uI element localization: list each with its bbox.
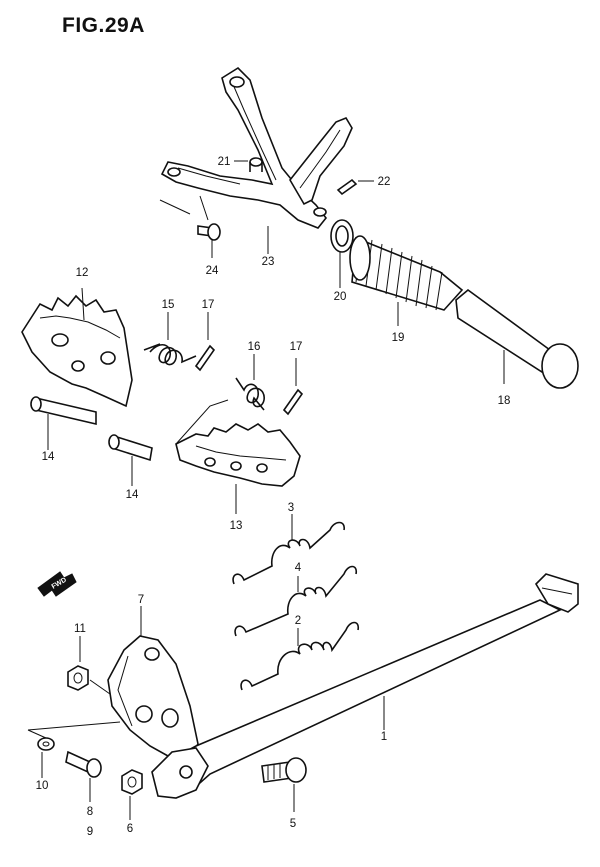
callout-24: 24 bbox=[206, 265, 219, 277]
callout-9: 9 bbox=[87, 826, 93, 838]
callout-11: 11 bbox=[74, 623, 86, 635]
callout-18: 18 bbox=[498, 395, 511, 407]
cotter-pin-part-17-upper bbox=[194, 312, 216, 372]
callout-12: 12 bbox=[76, 267, 89, 279]
forward-arrow-icon bbox=[37, 571, 77, 597]
callout-2: 2 bbox=[295, 615, 301, 627]
callout-17-lower: 17 bbox=[290, 341, 303, 353]
callout-3: 3 bbox=[288, 502, 294, 514]
callout-7: 7 bbox=[138, 594, 144, 606]
callout-23: 23 bbox=[262, 256, 275, 268]
pin-part-14-left bbox=[30, 396, 97, 450]
spring-part-2 bbox=[240, 621, 360, 691]
callout-4: 4 bbox=[295, 562, 302, 574]
callout-17-upper: 17 bbox=[202, 299, 215, 311]
callout-14-right: 14 bbox=[126, 489, 139, 501]
callout-19: 19 bbox=[392, 332, 405, 344]
callout-1: 1 bbox=[381, 731, 387, 743]
nut-part-11 bbox=[67, 636, 111, 695]
callout-21: 21 bbox=[218, 156, 231, 168]
spring-part-15 bbox=[143, 312, 197, 366]
side-stand-bracket-part-7 bbox=[107, 606, 199, 763]
callout-14-left: 14 bbox=[42, 451, 55, 463]
spring-part-4 bbox=[234, 565, 358, 637]
footrest-rubber-part-19 bbox=[349, 235, 464, 326]
washer-part-20 bbox=[330, 219, 354, 288]
callout-13: 13 bbox=[230, 520, 243, 532]
callout-22: 22 bbox=[378, 176, 391, 188]
side-stand-part-1 bbox=[151, 573, 579, 799]
bolt-part-5 bbox=[261, 757, 307, 812]
bolt-part-8 bbox=[65, 750, 102, 802]
callout-10: 10 bbox=[36, 780, 49, 792]
cotter-pin-part-22 bbox=[336, 178, 374, 196]
footrest-part-13 bbox=[175, 399, 301, 514]
pin-part-21 bbox=[234, 157, 263, 172]
footrest-part-12 bbox=[21, 287, 133, 408]
footrest-peg-part-18 bbox=[455, 288, 579, 389]
screw-part-24 bbox=[159, 195, 221, 258]
pin-part-14-right bbox=[108, 434, 153, 486]
figure-title: FIG.29A bbox=[62, 14, 145, 37]
callout-15: 15 bbox=[162, 299, 175, 311]
spring-part-16 bbox=[235, 354, 265, 411]
callout-6: 6 bbox=[127, 823, 133, 835]
rear-footrest-bracket-part-23 bbox=[160, 66, 353, 229]
spring-part-3 bbox=[232, 514, 345, 585]
cotter-pin-part-17-lower bbox=[282, 358, 304, 416]
callout-5: 5 bbox=[290, 818, 296, 830]
callout-20: 20 bbox=[334, 291, 347, 303]
washer-part-10 bbox=[27, 721, 121, 778]
nut-part-6 bbox=[121, 769, 143, 820]
callout-16: 16 bbox=[248, 341, 261, 353]
callout-8: 8 bbox=[87, 806, 93, 818]
